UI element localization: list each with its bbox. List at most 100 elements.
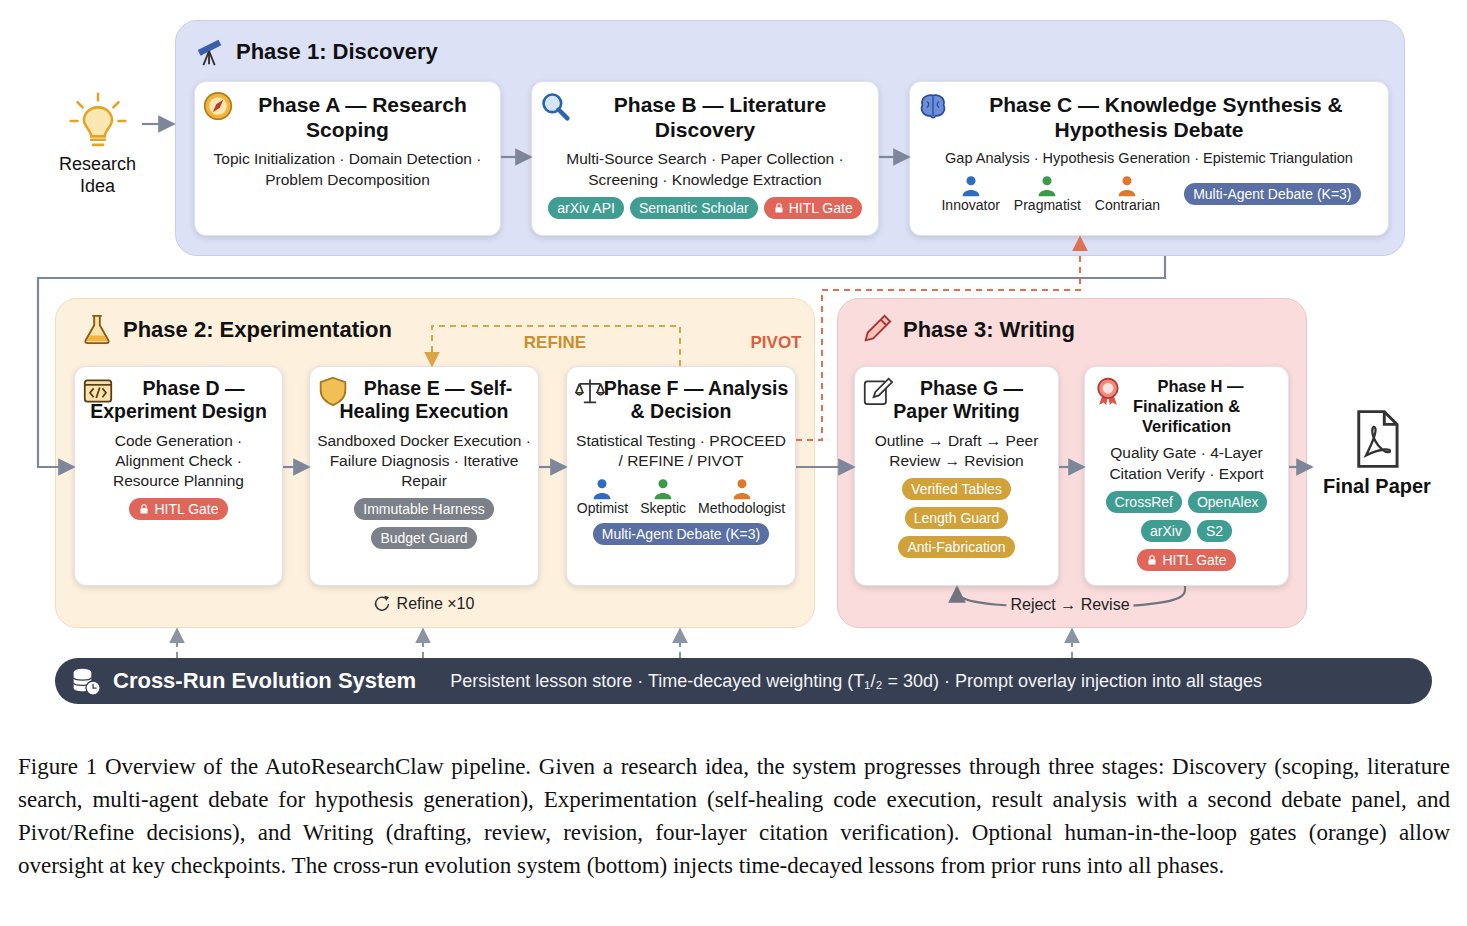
phase-box: Phase D — Experiment DesignCode Generati… — [74, 366, 283, 586]
penbox-icon — [863, 376, 893, 406]
flow-arrow — [1071, 629, 1073, 658]
guard-pill: Length Guard — [905, 507, 1009, 529]
flow-arrow — [679, 629, 681, 658]
agent-name: Innovator — [941, 197, 999, 213]
tag-text: arXiv API — [557, 199, 615, 217]
tag-text: Immutable Harness — [363, 500, 484, 518]
compass-icon — [203, 91, 233, 121]
pencil-icon — [861, 313, 893, 345]
tag-row: Multi-Agent Debate (K=3) — [593, 523, 769, 545]
phase-box: Phase H — Finalization & VerificationQua… — [1084, 366, 1289, 586]
box-body: Multi-Source Search · Paper Collection ·… — [538, 149, 872, 189]
box-body: Code Generation · Alignment Check · Reso… — [81, 431, 276, 491]
box-body: Quality Gate · 4-Layer Citation Verify ·… — [1091, 443, 1282, 483]
flow-arrow — [879, 156, 909, 158]
box-title: Phase G — Paper Writing — [861, 377, 1052, 424]
tag-row: HITL Gate — [1137, 549, 1235, 571]
flow-arrow — [796, 466, 854, 468]
scales-icon — [575, 376, 605, 406]
flow-arrow — [539, 466, 566, 468]
node-label: Research Idea — [45, 154, 150, 197]
node-label: Final Paper — [1323, 474, 1431, 498]
agent-name: Pragmatist — [1014, 197, 1081, 213]
phase-band: Phase 1: DiscoveryPhase A — Research Sco… — [175, 20, 1405, 256]
phase-box: Phase B — Literature DiscoveryMulti-Sour… — [531, 81, 879, 236]
tag-row: HITL Gate — [129, 498, 227, 520]
tag-row: Anti-Fabrication — [898, 536, 1014, 558]
agent-name: Skeptic — [640, 500, 686, 516]
flow-arrow — [176, 629, 178, 658]
phase-group-title: Phase 3: Writing — [903, 317, 1306, 343]
tag-text: HITL Gate — [789, 199, 853, 217]
hitl-gate-pill: HITL Gate — [1137, 549, 1235, 571]
tag-row: Verified Tables — [902, 478, 1011, 500]
tag-pill: arXiv API — [548, 197, 624, 219]
tag-row: Immutable Harness — [354, 498, 493, 520]
tag-text: Multi-Agent Debate (K=3) — [602, 525, 760, 543]
input-idea: Research Idea — [45, 92, 150, 212]
telescope-icon — [194, 35, 226, 67]
tag-text: HITL Gate — [154, 500, 218, 518]
tag-row: arXiv API Semantic Scholar HITL Gate — [548, 197, 861, 219]
flow-arrow — [422, 629, 424, 658]
tag-text: CrossRef — [1115, 493, 1173, 511]
tag-text: Verified Tables — [911, 480, 1002, 498]
box-title: Phase E — Self-Healing Execution — [316, 377, 532, 424]
refresh-icon — [372, 594, 392, 614]
tag-text: arXiv — [1150, 522, 1182, 540]
phase-group-title: Phase 1: Discovery — [236, 39, 1404, 65]
phase-box: Phase G — Paper WritingOutline → Draft →… — [854, 366, 1059, 586]
tag-text: HITL Gate — [1162, 551, 1226, 569]
box-title: Phase C — Knowledge Synthesis & Hypothes… — [916, 92, 1382, 142]
phase-group-title: Phase 2: Experimentation — [123, 317, 814, 343]
flow-arrow — [1289, 466, 1312, 468]
db-icon — [71, 666, 101, 696]
tag-text: Anti-Fabrication — [907, 538, 1005, 556]
person-icon — [1036, 175, 1058, 197]
tag-text: Semantic Scholar — [639, 199, 749, 217]
box-title: Phase B — Literature Discovery — [538, 92, 872, 142]
guard-pill: Anti-Fabrication — [898, 536, 1014, 558]
flow-arrow — [38, 256, 1165, 467]
phase-box: Phase A — Research ScopingTopic Initiali… — [194, 81, 501, 236]
tag-pill: Budget Guard — [371, 527, 476, 549]
bulb-icon — [69, 92, 127, 150]
person-icon — [652, 478, 674, 500]
lock-icon — [1146, 554, 1158, 566]
box-title: Phase A — Research Scoping — [201, 92, 494, 142]
lock-icon — [138, 503, 150, 515]
flow-arrow — [283, 466, 309, 468]
figure-caption: Figure 1 Overview of the AutoResearchCla… — [18, 750, 1450, 882]
box-body: Statistical Testing · PROCEED / REFINE /… — [573, 431, 789, 471]
loop-note: Refine ×10 — [353, 594, 493, 614]
phase-box: Phase C — Knowledge Synthesis & Hypothes… — [909, 81, 1389, 236]
tag-row: CrossRef OpenAlex — [1106, 491, 1268, 513]
debate-pill: Multi-Agent Debate (K=3) — [593, 523, 769, 545]
person-icon — [731, 478, 753, 500]
agent: Innovator — [941, 175, 999, 213]
tag-text: OpenAlex — [1197, 493, 1258, 511]
debate-pill: Multi-Agent Debate (K=3) — [1184, 183, 1360, 205]
source-pill: arXiv — [1141, 520, 1191, 542]
flow-arrow — [796, 237, 1080, 440]
edge-label: Reject → Revise — [1006, 596, 1133, 614]
tag-row: OptimistSkepticMethodologist — [573, 478, 789, 516]
brain-icon — [918, 91, 948, 121]
bar-title: Cross-Run Evolution System — [113, 668, 416, 694]
tag-row: Innovator Pragmatist Contrarian Multi-Agent… — [937, 175, 1360, 213]
tag-text: Budget Guard — [380, 529, 467, 547]
flow-arrow — [432, 326, 680, 366]
person-icon — [960, 175, 982, 197]
edge-label: PIVOT — [746, 333, 805, 353]
tag-text: Length Guard — [914, 509, 1000, 527]
edge-label: REFINE — [520, 333, 590, 353]
loop-count: Refine ×10 — [397, 595, 475, 613]
box-body: Topic Initialization · Domain Detection … — [201, 149, 494, 189]
agent: Pragmatist — [1014, 175, 1081, 213]
phase-box: Phase E — Self-Healing ExecutionSandboxe… — [309, 366, 539, 586]
phase-band: Phase 2: ExperimentationPhase D — Experi… — [55, 298, 815, 628]
magnifier-icon — [540, 91, 570, 121]
agent: Methodologist — [698, 478, 785, 516]
agent-name: Contrarian — [1095, 197, 1160, 213]
tag-row: Budget Guard — [371, 527, 476, 549]
